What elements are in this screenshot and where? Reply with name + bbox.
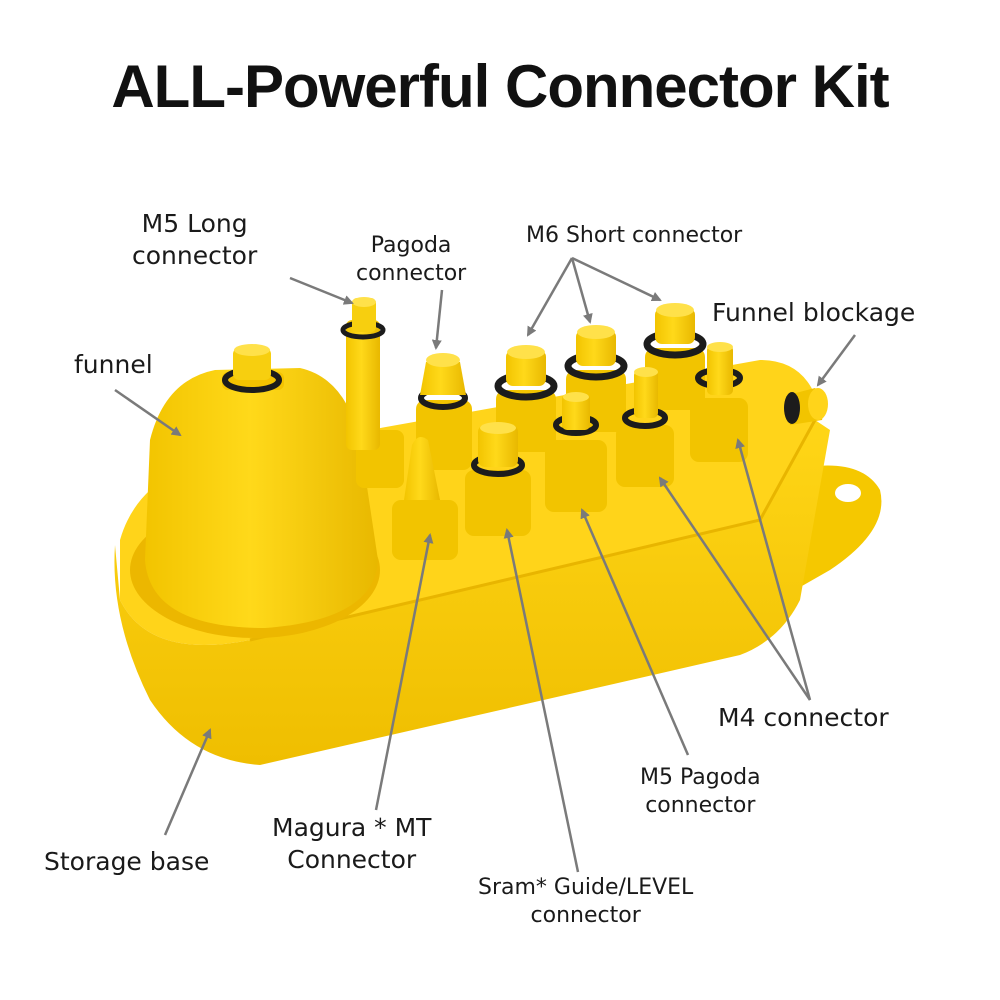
label-m5-long-connector: M5 Long connector [132, 209, 258, 270]
label-pagoda-connector: Pagoda connector [356, 233, 467, 286]
magura-mt-connector [392, 436, 458, 560]
label-m4-connector: M4 connector [718, 703, 889, 732]
hang-hole [835, 484, 861, 502]
m5-long-connector [340, 297, 404, 488]
label-storage-base: Storage base [44, 847, 210, 876]
label-sram-guide-level-connector: Sram* Guide/LEVEL connector [478, 875, 694, 928]
m5-pagoda-connector [545, 392, 607, 512]
label-m6-short-connector: M6 Short connector [526, 223, 743, 248]
funnel [145, 344, 378, 628]
leader-arrows [114, 256, 857, 873]
m4-connector-1 [616, 367, 674, 487]
sram-guide-level-connector [465, 422, 531, 536]
m4-connector-2 [690, 342, 748, 462]
label-funnel: funnel [74, 350, 153, 379]
label-magura-mt-connector: Magura * MT Connector [272, 813, 432, 874]
label-m5-pagoda-connector: M5 Pagoda connector [640, 765, 761, 818]
label-funnel-blockage: Funnel blockage [712, 298, 916, 327]
funnel-blockage [784, 388, 828, 425]
m6-short-connector-3 [643, 303, 707, 410]
page-title: ALL-Powerful Connector Kit [111, 53, 889, 120]
